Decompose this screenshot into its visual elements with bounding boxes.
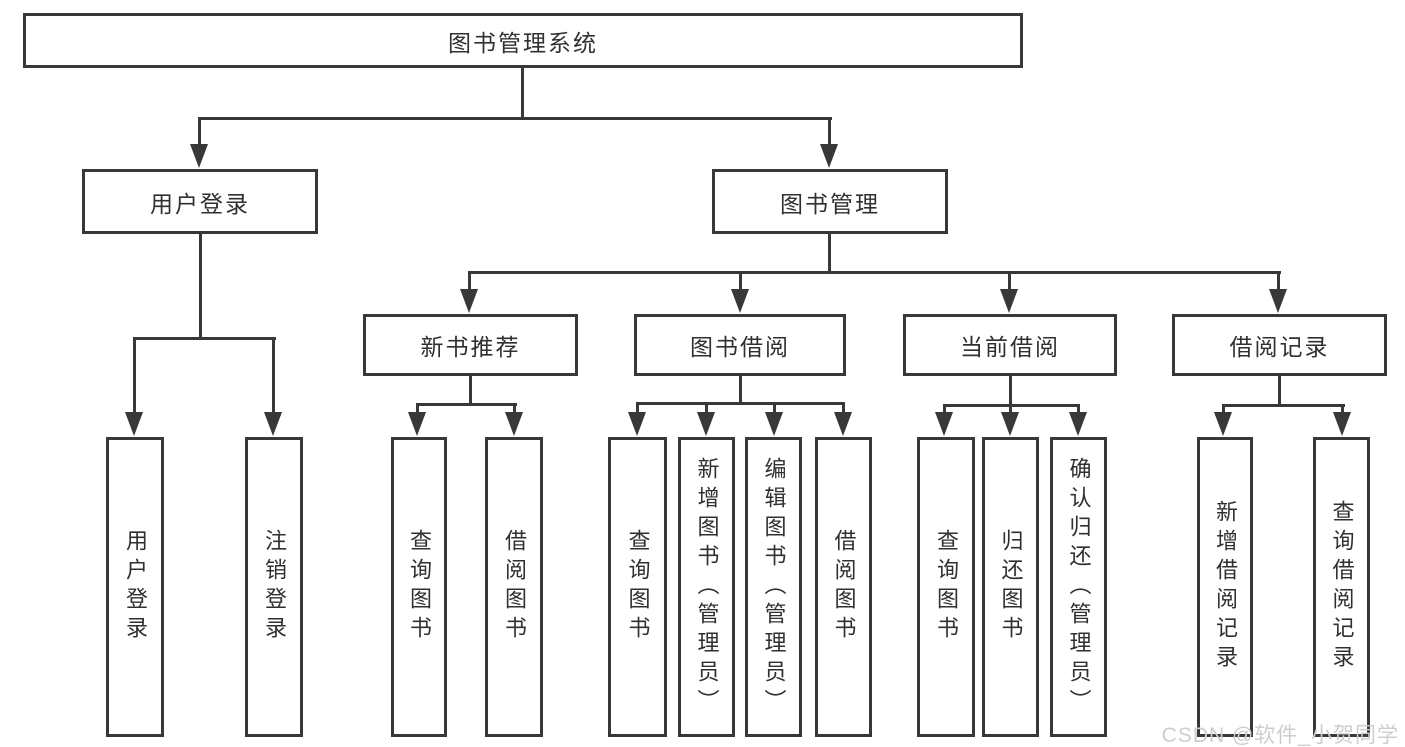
leaf-bb-borrow-books: 借阅图书 <box>815 437 872 737</box>
connector-line <box>416 403 517 406</box>
connector-line <box>739 376 742 405</box>
leaf-cb-return-books-label: 归还图书 <box>998 529 1024 645</box>
connector-line <box>739 271 742 291</box>
arrow-down-icon <box>190 144 208 168</box>
leaf-cb-confirm-return-admin-label: 确认归还（管理员） <box>1066 456 1092 718</box>
leaf-br-add-record-label: 新增借阅记录 <box>1213 500 1238 674</box>
leaf-nbr-query-books-label: 查询图书 <box>407 529 432 645</box>
node-user-login: 用户登录 <box>82 169 318 234</box>
connector-line <box>469 376 472 406</box>
connector-line <box>468 271 1281 274</box>
leaf-nbr-query-books: 查询图书 <box>391 437 447 737</box>
leaf-logout: 注销登录 <box>245 437 303 737</box>
connector-line <box>1222 404 1225 414</box>
leaf-br-add-record: 新增借阅记录 <box>1197 437 1253 737</box>
leaf-user-login: 用户登录 <box>106 437 164 737</box>
arrow-down-icon <box>1001 412 1019 436</box>
connector-line <box>842 402 845 414</box>
connector-line <box>133 337 136 414</box>
node-current-borrowing-label: 当前借阅 <box>960 334 1060 360</box>
node-borrowing-records-label: 借阅记录 <box>1229 334 1330 360</box>
node-book-management-label: 图书管理 <box>780 190 880 217</box>
node-book-borrowing: 图书借阅 <box>634 314 846 376</box>
node-book-borrowing-label: 图书借阅 <box>690 334 790 360</box>
node-root: 图书管理系统 <box>23 13 1023 68</box>
connector-line <box>943 404 946 414</box>
leaf-cb-query-books: 查询图书 <box>917 437 975 737</box>
arrow-down-icon <box>125 412 143 436</box>
connector-line <box>198 117 832 120</box>
leaf-bb-edit-books-admin: 编辑图书（管理员） <box>745 437 802 737</box>
arrow-down-icon <box>765 412 783 436</box>
arrow-down-icon <box>1333 412 1351 436</box>
arrow-down-icon <box>628 412 646 436</box>
arrow-down-icon <box>264 412 282 436</box>
leaf-bb-edit-books-admin-label: 编辑图书（管理员） <box>761 456 787 718</box>
connector-line <box>521 68 524 119</box>
arrow-down-icon <box>820 144 838 168</box>
arrow-down-icon <box>697 412 715 436</box>
connector-line <box>636 402 639 414</box>
connector-line <box>1277 271 1280 291</box>
connector-line <box>1009 376 1012 407</box>
connector-line <box>1008 271 1011 291</box>
leaf-bb-borrow-books-label: 借阅图书 <box>831 529 857 645</box>
connector-line <box>198 117 201 145</box>
node-new-book-recommend-label: 新书推荐 <box>420 334 521 360</box>
node-current-borrowing: 当前借阅 <box>903 314 1117 376</box>
arrow-down-icon <box>460 289 478 313</box>
leaf-nbr-borrow-books: 借阅图书 <box>485 437 543 737</box>
leaf-bb-add-books-admin-label: 新增图书（管理员） <box>694 456 720 718</box>
connector-line <box>416 403 419 415</box>
node-new-book-recommend: 新书推荐 <box>363 314 578 376</box>
connector-line <box>828 117 831 145</box>
node-root-label: 图书管理系统 <box>448 29 598 56</box>
leaf-logout-label: 注销登录 <box>262 529 287 645</box>
connector-line <box>828 234 831 274</box>
arrow-down-icon <box>505 412 523 436</box>
leaf-br-query-record-label: 查询借阅记录 <box>1329 500 1355 674</box>
connector-line <box>133 337 276 340</box>
connector-line <box>199 234 202 338</box>
arrow-down-icon <box>1214 412 1232 436</box>
connector-line <box>513 403 516 415</box>
arrow-down-icon <box>834 412 852 436</box>
connector-line <box>773 402 776 414</box>
watermark-csdn: CSDN @软件_小贺同学 <box>1161 724 1399 747</box>
connector-line <box>1341 404 1344 414</box>
connector-line <box>272 337 275 414</box>
arrow-down-icon <box>408 412 426 436</box>
leaf-cb-confirm-return-admin: 确认归还（管理员） <box>1050 437 1107 737</box>
arrow-down-icon <box>1269 289 1287 313</box>
connector-line <box>468 271 471 291</box>
leaf-nbr-borrow-books-label: 借阅图书 <box>502 529 527 645</box>
leaf-bb-add-books-admin: 新增图书（管理员） <box>678 437 735 737</box>
node-borrowing-records: 借阅记录 <box>1172 314 1387 376</box>
arrow-down-icon <box>1000 289 1018 313</box>
leaf-bb-query-books-label: 查询图书 <box>625 529 651 645</box>
leaf-user-login-label: 用户登录 <box>123 529 148 645</box>
leaf-cb-return-books: 归还图书 <box>982 437 1039 737</box>
leaf-cb-query-books-label: 查询图书 <box>934 529 959 645</box>
node-user-login-label: 用户登录 <box>150 190 250 217</box>
leaf-bb-query-books: 查询图书 <box>608 437 667 737</box>
arrow-down-icon <box>1069 412 1087 436</box>
connector-line <box>705 402 708 414</box>
connector-line <box>1077 404 1080 414</box>
leaf-br-query-record: 查询借阅记录 <box>1313 437 1370 737</box>
arrow-down-icon <box>935 412 953 436</box>
connector-line <box>1009 404 1012 414</box>
connector-line <box>636 402 845 405</box>
node-book-management: 图书管理 <box>712 169 948 234</box>
arrow-down-icon <box>731 289 749 313</box>
connector-line <box>1278 376 1281 407</box>
connector-line <box>1222 404 1345 407</box>
